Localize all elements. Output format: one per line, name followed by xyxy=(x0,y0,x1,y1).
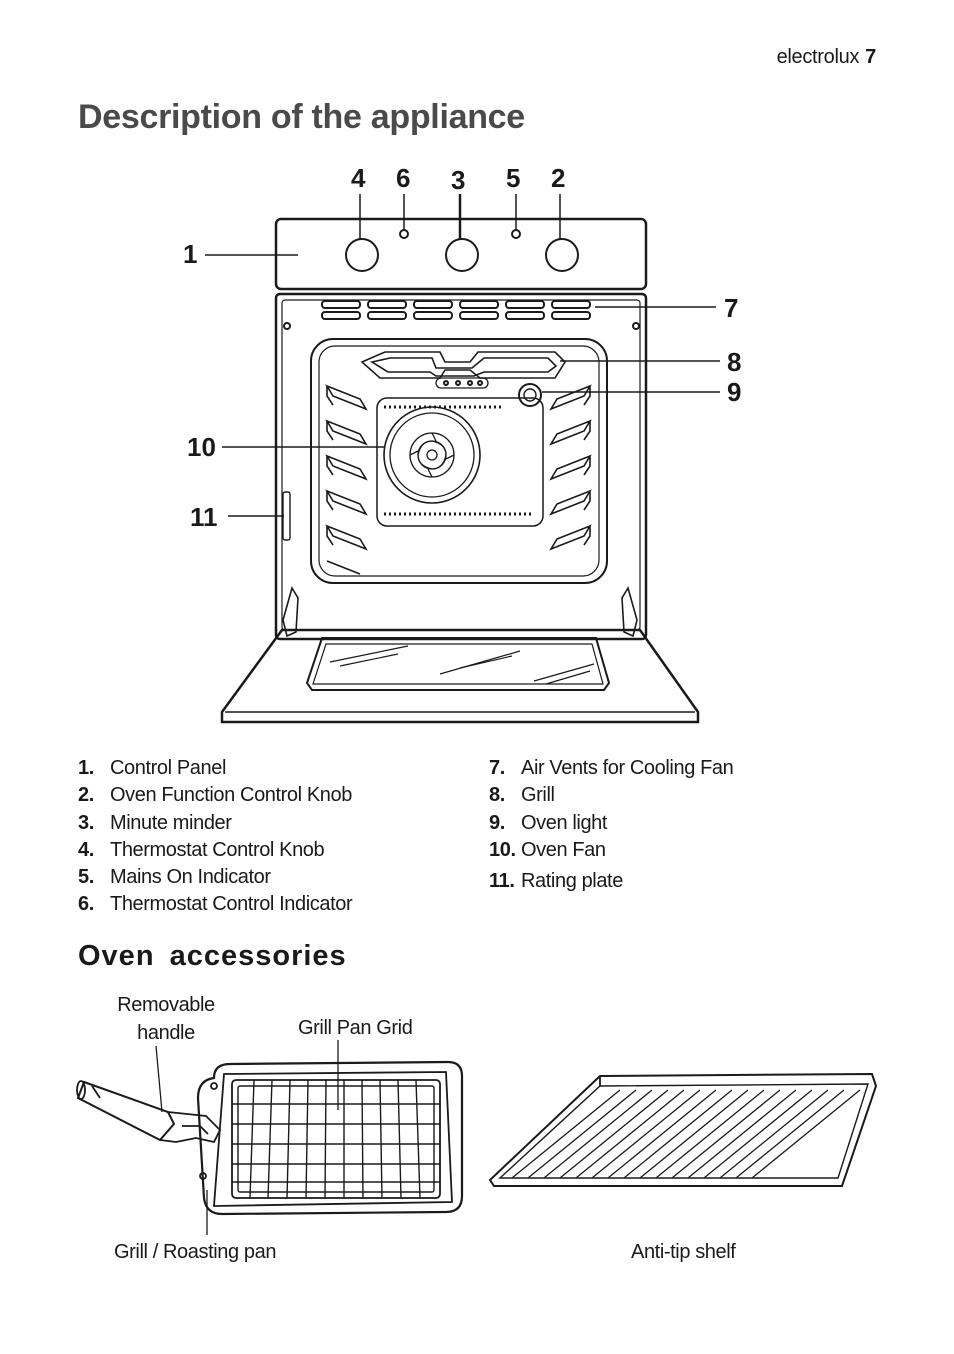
legend-right: 7. Air Vents for Cooling Fan 8. Grill 9. Ov… xyxy=(489,755,734,895)
leader-lines xyxy=(205,194,720,517)
callout-11: 11 xyxy=(190,502,218,532)
callout-6: 6 xyxy=(396,163,410,193)
legend-label: Mains On Indicator xyxy=(110,866,271,889)
legend-label: Air Vents for Cooling Fan xyxy=(521,757,734,779)
oven-door xyxy=(220,628,700,724)
rating-plate xyxy=(282,491,291,541)
door-window xyxy=(305,637,611,691)
grill-element xyxy=(360,351,567,379)
callout-7: 7 xyxy=(724,293,738,323)
legend-item: 7. Air Vents for Cooling Fan xyxy=(489,755,734,782)
legend-item: 8. Grill xyxy=(489,782,733,809)
anti-tip-shelf xyxy=(488,1072,878,1187)
callout-9: 9 xyxy=(727,377,741,407)
legend-number: 8. xyxy=(489,784,505,807)
legend-label: Control Panel xyxy=(110,757,226,779)
accessories-diagram xyxy=(76,1040,878,1235)
callout-3: 3 xyxy=(451,165,465,195)
legend-number: 11. xyxy=(489,870,515,893)
page-title: Description of the appliance xyxy=(78,98,525,136)
legend-label: Thermostat Control Knob xyxy=(110,838,325,861)
legend-item: 6. Thermostat Control Indicator xyxy=(78,891,353,918)
legend-number: 10. xyxy=(489,838,516,861)
legend-left: 1. Control Panel 2. Oven Function Control … xyxy=(78,755,353,919)
oven-fan xyxy=(383,406,481,504)
legend-label: Oven light xyxy=(521,811,608,834)
legend-number: 5. xyxy=(78,866,94,889)
oven-light xyxy=(518,383,542,407)
page-number: 7 xyxy=(865,46,876,68)
thermostat-knob xyxy=(345,238,379,272)
removable-handle xyxy=(76,1080,222,1144)
back-panel xyxy=(376,397,544,527)
grill-pan-grid-label: Grill Pan Grid xyxy=(298,1017,413,1039)
shelf-runners-right xyxy=(549,384,592,551)
legend-label: Oven Function Control Knob xyxy=(110,784,352,807)
thermostat-indicator xyxy=(399,229,409,239)
legend-number: 6. xyxy=(78,893,94,916)
legend-item: 2. Oven Function Control Knob xyxy=(78,782,352,809)
legend-label: Oven Fan xyxy=(521,838,606,861)
oven-cavity xyxy=(310,338,608,584)
callout-2: 2 xyxy=(551,163,565,193)
minute-minder-knob xyxy=(445,238,479,272)
oven-diagram: 1 2 3 4 5 6 7 8 9 10 11 xyxy=(183,163,741,724)
legend-number: 7. xyxy=(489,757,505,779)
grill-roasting-pan-label: Grill / Roasting pan xyxy=(114,1241,277,1263)
legend-item: 9. Oven light xyxy=(489,810,733,837)
legend-item: 10.Oven Fan xyxy=(489,837,733,864)
callout-10: 10 xyxy=(187,432,216,462)
legend-item: 11. Rating plate xyxy=(489,868,733,895)
legend-label: Rating plate xyxy=(521,870,623,893)
legend-item: 5. Mains On Indicator xyxy=(78,864,352,891)
legend-label: Thermostat Control Indicator xyxy=(110,893,353,916)
legend-item: 3. Minute minder xyxy=(78,810,352,837)
grill-roasting-pan xyxy=(196,1060,464,1216)
legend-label: Grill xyxy=(521,784,555,807)
grill-pan-grid xyxy=(231,1079,441,1199)
legend-number: 3. xyxy=(78,811,94,834)
anti-tip-shelf-label: Anti-tip shelf xyxy=(631,1241,736,1263)
callout-8: 8 xyxy=(727,347,741,377)
callout-4: 4 xyxy=(351,163,366,193)
legend-number: 9. xyxy=(489,811,505,834)
legend-item: 1. Control Panel xyxy=(78,755,352,782)
legend-number: 4. xyxy=(78,838,94,861)
mains-indicator xyxy=(511,229,521,239)
function-knob xyxy=(545,238,579,272)
air-vents xyxy=(321,300,591,320)
legend-item: 4. Thermostat Control Knob xyxy=(78,837,352,864)
legend-number: 1. xyxy=(78,757,94,779)
removable-handle-label: Removable handle xyxy=(117,994,215,1044)
legend-number: 2. xyxy=(78,784,94,807)
brand-name: electrolux xyxy=(776,46,860,68)
shelf-runners-left xyxy=(325,384,368,575)
accessories-title: Oven accessories xyxy=(78,940,347,972)
callout-5: 5 xyxy=(506,163,520,193)
legend-label: Minute minder xyxy=(110,811,232,834)
callout-1: 1 xyxy=(183,239,197,269)
